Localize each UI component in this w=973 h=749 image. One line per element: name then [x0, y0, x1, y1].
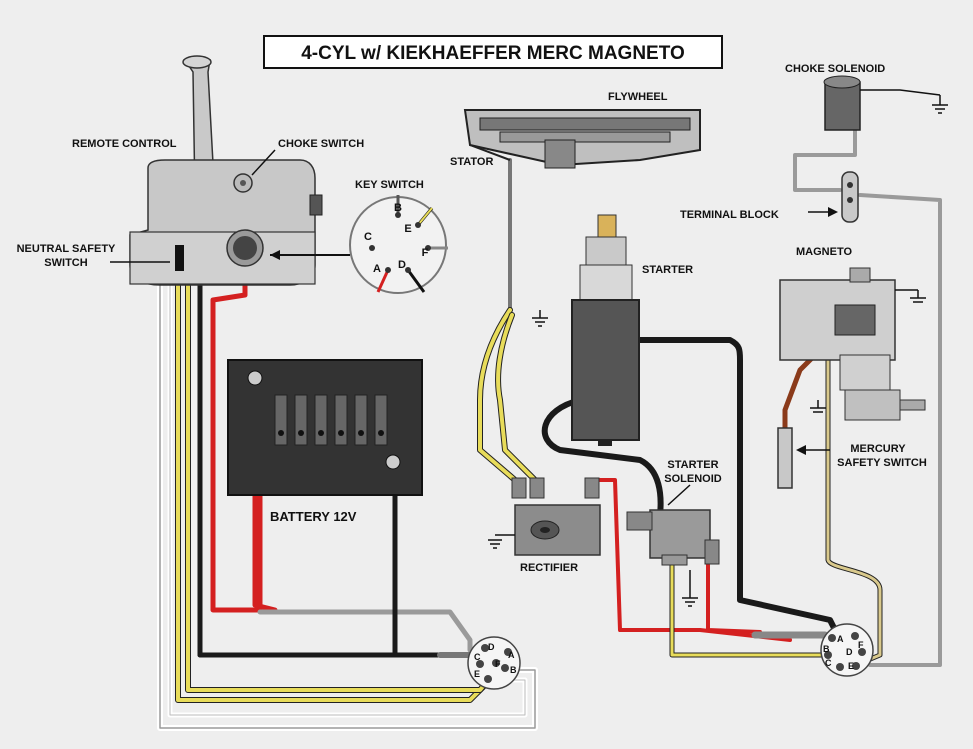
wire-gray-outer [159, 214, 536, 729]
remote-control [129, 55, 323, 286]
wire-gray-choke [793, 128, 857, 192]
left-pin-e: E [474, 669, 480, 679]
mercury-safety-switch [777, 427, 830, 489]
right-pin-a: A [837, 634, 844, 644]
starter-solenoid-label-1: STARTER [667, 459, 718, 471]
choke-switch-label: CHOKE SWITCH [278, 138, 364, 150]
neutral-safety-switch [175, 245, 184, 271]
leader-lines [110, 149, 276, 263]
starter-solenoid-label-2: SOLENOID [664, 473, 722, 485]
key-pin-e: E [404, 223, 411, 235]
left-pin-d: D [488, 642, 495, 652]
title-box: 4-CYL w/ KIEKHAEFFER MERC MAGNETO [263, 35, 723, 69]
diagram-title: 4-CYL w/ KIEKHAEFFER MERC MAGNETO [301, 43, 685, 64]
right-pin-d: D [846, 647, 853, 657]
key-switch-label: KEY SWITCH [355, 179, 424, 191]
rectifier-label: RECTIFIER [520, 562, 578, 574]
right-pin-f: F [858, 640, 864, 650]
wire-black-starter [637, 337, 838, 633]
flywheel-label: FLYWHEEL [608, 91, 668, 103]
wire-yellow-solenoid-core [670, 558, 830, 657]
wire-black-battery [392, 487, 473, 658]
left-pin-b: B [510, 665, 517, 675]
wire-yellow-stator-1-core [478, 308, 517, 482]
flywheel [463, 109, 701, 169]
wire-white-1-edge [169, 214, 526, 716]
stator-label: STATOR [450, 156, 493, 168]
choke-solenoid [823, 75, 948, 131]
wire-tan-magneto-core [826, 343, 882, 662]
wire-black-starter-2 [541, 397, 664, 518]
rectifier [488, 477, 601, 556]
right-pin-c: C [825, 658, 832, 668]
right-pin-b: B [823, 644, 830, 654]
starter-solenoid [626, 484, 720, 607]
key-pin-a: A [373, 263, 381, 275]
battery: BATTERY 12V [227, 359, 423, 524]
key-pin-d: D [398, 259, 406, 271]
left-pin-a: A [508, 650, 515, 660]
neutral-safety-label-1: NEUTRAL SAFETY [17, 243, 116, 255]
key-pin-f: F [422, 247, 429, 259]
magneto [779, 267, 926, 421]
remote-control-label: REMOTE CONTROL [72, 138, 177, 150]
wire-gray-battery [257, 609, 473, 653]
battery-label: BATTERY 12V [270, 509, 357, 524]
left-pin-c: C [474, 652, 481, 662]
ground-symbols [532, 310, 826, 413]
mercury-safety-label-1: MERCURY [850, 443, 906, 455]
starter-motor [571, 214, 640, 446]
key-pin-c: C [364, 231, 372, 243]
left-pin-f: F [495, 659, 501, 669]
magneto-label: MAGNETO [796, 246, 852, 258]
choke-solenoid-label: CHOKE SOLENOID [785, 63, 885, 75]
neutral-safety-label-2: SWITCH [44, 257, 87, 269]
wire-red-solenoid [706, 563, 762, 634]
wire-harness [157, 128, 942, 731]
wire-yellow-stator-2-core [496, 313, 537, 482]
terminal-block-label: TERMINAL BLOCK [680, 209, 779, 221]
right-harness-connector: A B C D E F [820, 623, 874, 677]
terminal-block [808, 171, 859, 223]
left-harness-connector: C D A B E F [467, 636, 521, 690]
key-switch: B E C F A D [270, 195, 448, 294]
battery-positive-terminal [247, 370, 263, 386]
wire-yellow-solenoid [669, 557, 831, 658]
wire-red-rectifier [598, 478, 792, 642]
wire-gray-choke-2 [858, 193, 942, 667]
starter-label: STARTER [642, 264, 693, 276]
mercury-safety-label-2: SAFETY SWITCH [837, 457, 927, 469]
component-labels: REMOTE CONTROL CHOKE SWITCH KEY SWITCH N… [17, 63, 927, 574]
battery-negative-terminal [385, 454, 401, 470]
key-pin-b: B [394, 202, 402, 214]
right-pin-e: E [848, 661, 854, 671]
